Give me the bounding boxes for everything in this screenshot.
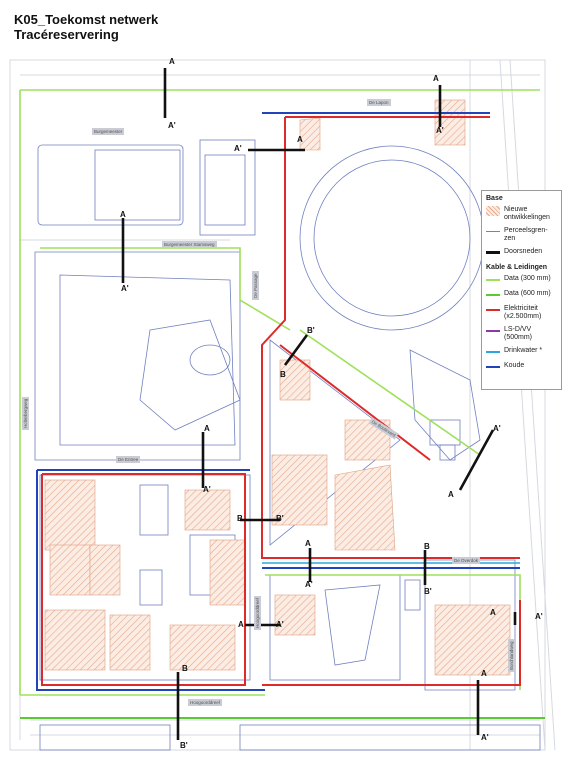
section-label: B' bbox=[307, 326, 315, 335]
section-label: B' bbox=[180, 741, 188, 750]
map-title: K05_Toekomst netwerk Tracéreservering bbox=[14, 12, 158, 42]
section-label: A bbox=[448, 490, 454, 499]
section-label: A' bbox=[234, 144, 242, 153]
section-label: A' bbox=[481, 733, 489, 742]
purple-line-icon bbox=[486, 326, 500, 336]
legend-base-heading: Base bbox=[486, 195, 503, 202]
legend-cables-heading: Kable & Leidingen bbox=[486, 264, 548, 271]
legend-label: Data (600 mm) bbox=[504, 290, 551, 297]
section-label: A bbox=[120, 210, 126, 219]
section-label: A bbox=[481, 669, 487, 678]
koude-lines bbox=[36, 112, 520, 691]
section-label: A' bbox=[121, 284, 129, 293]
street-label-hoogoorddreef-v: Hoogoorddreef bbox=[254, 595, 261, 630]
legend-label: Doorsneden bbox=[504, 248, 543, 255]
cyan-line-icon bbox=[486, 347, 500, 357]
legend-item-parcel-boundaries: Perceelsgren-zen bbox=[486, 227, 557, 243]
new-developments bbox=[44, 99, 511, 676]
red-line-icon bbox=[486, 305, 500, 315]
legend-item-elektriciteit: Elektriciteit (x2.500mm) bbox=[486, 305, 557, 321]
street-label-entree: De Entree bbox=[116, 456, 141, 463]
section-label: A bbox=[490, 608, 496, 617]
section-label: A' bbox=[305, 580, 313, 589]
street-label-stamsweg: Burgemeester Stamsweg bbox=[162, 241, 217, 248]
street-label-holterbergweg: Holterbergweg bbox=[22, 396, 29, 430]
legend-label: Koude bbox=[504, 362, 525, 369]
section-label: A bbox=[204, 424, 210, 433]
street-label-borchlandweg: Borchlandweg bbox=[508, 639, 515, 672]
legend-label: Drinkwater * bbox=[504, 347, 543, 354]
data-300-lines bbox=[19, 89, 540, 696]
street-label-lapon: De Lapon bbox=[367, 99, 391, 106]
legend-item-koude: Koude bbox=[486, 362, 557, 372]
section-label: A' bbox=[493, 424, 501, 433]
legend-label: Data (300 mm) bbox=[504, 275, 551, 282]
legend-item-lsd: LS-D/VV (500mm) bbox=[486, 326, 557, 342]
blue-line-icon bbox=[486, 362, 500, 372]
legend-label: Perceelsgren-zen bbox=[504, 227, 548, 242]
section-label: B bbox=[237, 514, 243, 523]
section-label: A' bbox=[203, 485, 211, 494]
legend-item-data-600: Data (600 mm) bbox=[486, 290, 557, 300]
section-label: B bbox=[280, 370, 286, 379]
title-line-1: K05_Toekomst netwerk bbox=[14, 12, 159, 27]
hatch-swatch-icon bbox=[486, 206, 500, 216]
parcel-line-icon bbox=[486, 227, 500, 237]
map-legend: Base Nieuwe ontwikkelingen Perceelsgren-… bbox=[481, 190, 562, 390]
section-label: A bbox=[238, 620, 244, 629]
section-label: A' bbox=[168, 121, 176, 130]
section-label: A bbox=[169, 57, 175, 66]
section-label: B' bbox=[276, 514, 284, 523]
section-label: A' bbox=[535, 612, 543, 621]
section-label: A bbox=[297, 135, 303, 144]
legend-item-drinkwater: Drinkwater * bbox=[486, 347, 557, 357]
street-label-overdok: De Overdok bbox=[452, 557, 481, 564]
section-label: B bbox=[424, 542, 430, 551]
section-label: B bbox=[182, 664, 188, 673]
section-label: B' bbox=[424, 587, 432, 596]
legend-label: LS-D/VV (500mm) bbox=[504, 326, 533, 341]
legend-label: Elektriciteit (x2.500mm) bbox=[504, 305, 542, 320]
green-light-line-icon bbox=[486, 275, 500, 285]
parcel-boundaries bbox=[34, 139, 541, 751]
legend-item-section-cuts: Doorsneden bbox=[486, 248, 557, 258]
section-line-icon bbox=[486, 248, 500, 258]
street-label-passage: De Passage bbox=[252, 271, 259, 300]
section-label: A' bbox=[436, 126, 444, 135]
green-line-icon bbox=[486, 290, 500, 300]
legend-item-new-developments: Nieuwe ontwikkelingen bbox=[486, 206, 557, 222]
legend-label: Nieuwe ontwikkelingen bbox=[504, 206, 550, 221]
section-label: A bbox=[433, 74, 439, 83]
street-label-hoogoorddreef: Hoogoorddreef bbox=[188, 699, 223, 706]
street-label-burgemeester: Burgemeester bbox=[92, 128, 125, 135]
title-line-2: Tracéreservering bbox=[14, 27, 119, 42]
section-label: A bbox=[305, 539, 311, 548]
legend-item-data-300: Data (300 mm) bbox=[486, 275, 557, 285]
section-cuts bbox=[121, 68, 517, 740]
elektriciteit-lines bbox=[41, 116, 521, 686]
section-label: A' bbox=[276, 620, 284, 629]
